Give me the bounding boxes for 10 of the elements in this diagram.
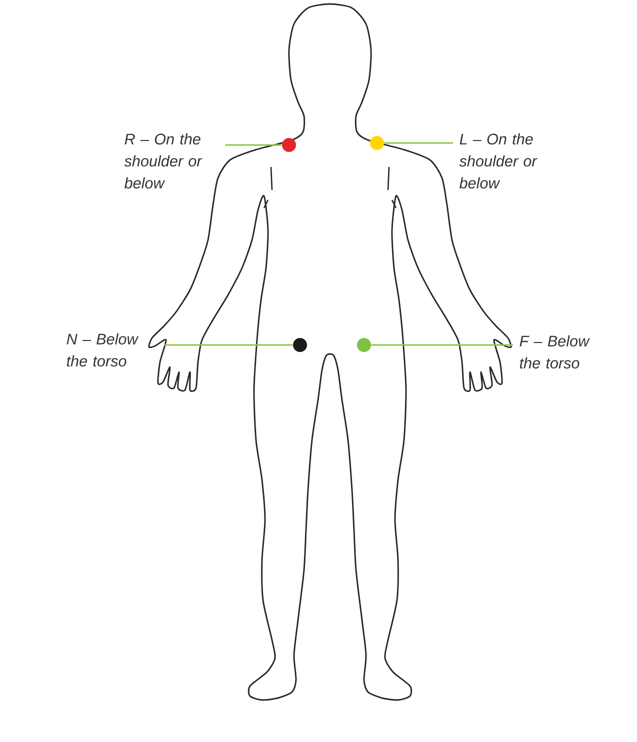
- leader-line: [384, 142, 453, 144]
- electrode-label: N – Below the torso: [66, 333, 139, 367]
- electrode-label: F – Below the torso: [520, 335, 590, 369]
- electrode-dot: [282, 138, 296, 152]
- electrode-dot: [293, 338, 307, 352]
- electrode-dot: [357, 338, 371, 352]
- electrode-dot: [370, 136, 384, 150]
- electrode-label: L – On the shoulder or below: [459, 133, 538, 189]
- leader-line: [225, 144, 282, 146]
- electrode-label: R – On the shoulder or below: [124, 133, 202, 189]
